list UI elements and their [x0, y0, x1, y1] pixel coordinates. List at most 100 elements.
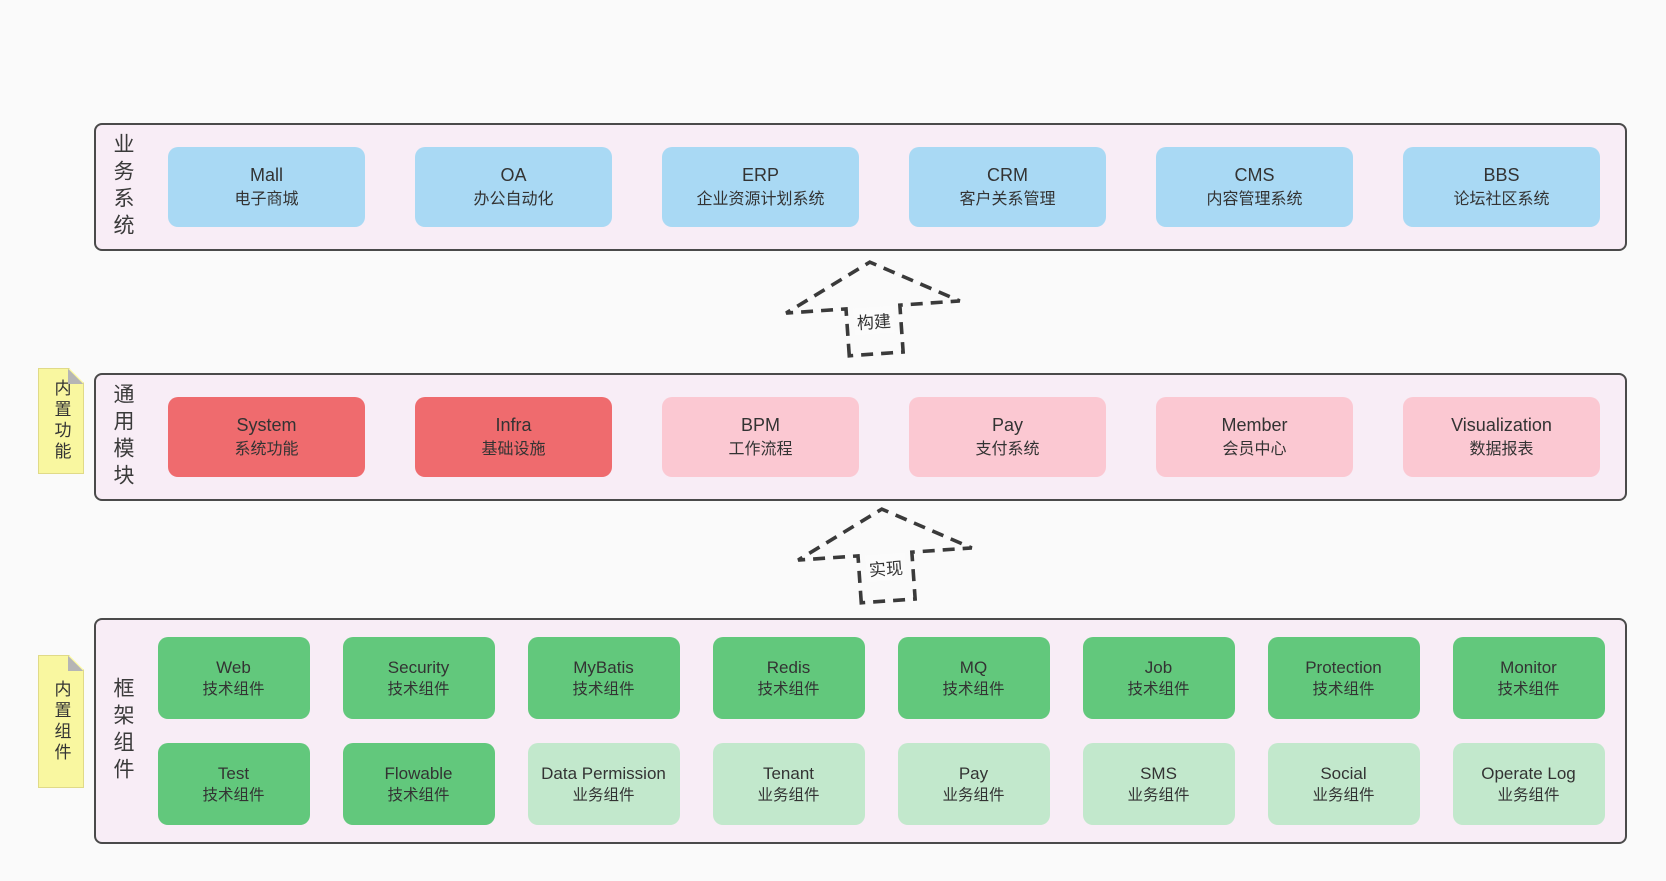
box-subtitle: 技术组件	[942, 680, 1005, 698]
box-monitor: Monitor 技术组件	[1452, 637, 1605, 719]
box-subtitle: 内容管理系统	[1206, 190, 1303, 208]
box-subtitle: 电子商城	[234, 190, 299, 208]
sticky-note-label: 内置组件	[51, 679, 71, 764]
box-title: Job	[1144, 657, 1173, 677]
box-subtitle: 技术组件	[1497, 680, 1560, 698]
box-tenant: Tenant 业务组件	[712, 743, 865, 825]
box-subtitle: 技术组件	[387, 680, 450, 698]
box-title: Operate Log	[1481, 763, 1576, 783]
box-subtitle: 业务组件	[1127, 786, 1190, 804]
dashed-up-arrow-implement: 实现	[777, 497, 994, 613]
box-title: OA	[500, 165, 527, 186]
box-social: Social 业务组件	[1267, 743, 1420, 825]
arrow-implement-label: 实现	[864, 552, 907, 583]
box-security: Security 技术组件	[342, 637, 495, 719]
box-title: Mall	[249, 165, 283, 186]
box-system: System 系统功能	[168, 397, 365, 477]
box-pay-module: Pay 支付系统	[909, 397, 1106, 477]
box-subtitle: 技术组件	[757, 680, 820, 698]
box-visualization: Visualization 数据报表	[1403, 397, 1600, 477]
box-subtitle: 业务组件	[942, 786, 1005, 804]
box-subtitle: 基础设施	[481, 440, 546, 458]
box-title: Data Permission	[541, 763, 666, 783]
band-framework-components: 框架组件 Web 技术组件 Security 技术组件 MyBatis 技术组件…	[94, 618, 1627, 844]
box-subtitle: 业务组件	[572, 786, 635, 804]
band-label-common-modules: 通用模块	[111, 383, 134, 491]
box-subtitle: 技术组件	[1127, 680, 1190, 698]
sticky-note-built-in-features: 内置功能	[38, 368, 84, 474]
folded-corner-icon	[68, 369, 83, 384]
box-subtitle: 技术组件	[572, 680, 635, 698]
box-subtitle: 数据报表	[1469, 440, 1534, 458]
box-title: Flowable	[384, 763, 453, 783]
box-bpm: BPM 工作流程	[662, 397, 859, 477]
box-title: BPM	[740, 415, 780, 436]
box-member: Member 会员中心	[1156, 397, 1353, 477]
box-subtitle: 会员中心	[1222, 440, 1287, 458]
box-subtitle: 客户关系管理	[959, 190, 1056, 208]
box-title: SMS	[1140, 763, 1177, 783]
box-pay-component: Pay 业务组件	[897, 743, 1050, 825]
folded-corner-icon	[68, 656, 83, 671]
box-title: CMS	[1234, 165, 1275, 186]
box-title: Member	[1221, 415, 1288, 436]
box-title: MQ	[959, 657, 988, 677]
box-subtitle: 业务组件	[757, 786, 820, 804]
box-sms: SMS 业务组件	[1082, 743, 1235, 825]
box-subtitle: 技术组件	[202, 786, 265, 804]
box-subtitle: 技术组件	[202, 680, 265, 698]
sticky-note-built-in-components: 内置组件	[38, 655, 84, 788]
band-label-business-systems: 业务系统	[111, 133, 134, 241]
box-subtitle: 支付系统	[975, 440, 1040, 458]
box-title: Tenant	[762, 763, 815, 783]
business-boxes-row: Mall 电子商城 OA 办公自动化 ERP 企业资源计划系统 CRM 客户关系…	[143, 147, 1625, 227]
box-title: MyBatis	[573, 657, 634, 677]
box-infra: Infra 基础设施	[415, 397, 612, 477]
box-erp: ERP 企业资源计划系统	[662, 147, 859, 227]
arrow-build-label: 构建	[852, 305, 895, 336]
sticky-note-label: 内置功能	[51, 379, 71, 463]
box-subtitle: 工作流程	[728, 440, 793, 458]
box-flowable: Flowable 技术组件	[342, 743, 495, 825]
up-arrow-icon	[785, 260, 961, 358]
box-mq: MQ 技术组件	[897, 637, 1050, 719]
box-job: Job 技术组件	[1082, 637, 1235, 719]
band-business-systems: 业务系统 Mall 电子商城 OA 办公自动化 ERP 企业资源计划系统 CRM…	[94, 123, 1627, 251]
dashed-up-arrow-build: 构建	[765, 250, 982, 366]
box-subtitle: 企业资源计划系统	[696, 190, 825, 208]
box-protection: Protection 技术组件	[1267, 637, 1420, 719]
framework-boxes-grid: Web 技术组件 Security 技术组件 MyBatis 技术组件 Redi…	[137, 637, 1625, 825]
box-title: ERP	[741, 165, 779, 186]
box-title: Web	[216, 657, 251, 677]
box-cms: CMS 内容管理系统	[1156, 147, 1353, 227]
box-title: Infra	[495, 415, 532, 436]
box-title: Pay	[991, 415, 1024, 436]
box-subtitle: 业务组件	[1312, 786, 1375, 804]
box-title: Protection	[1305, 657, 1382, 677]
box-subtitle: 技术组件	[387, 786, 450, 804]
box-subtitle: 系统功能	[234, 440, 299, 458]
box-title: CRM	[987, 165, 1028, 186]
box-subtitle: 论坛社区系统	[1453, 190, 1550, 208]
modules-boxes-row: System 系统功能 Infra 基础设施 BPM 工作流程 Pay 支付系统…	[143, 397, 1625, 477]
box-title: Social	[1320, 763, 1367, 783]
band-label-framework-components: 框架组件	[111, 677, 134, 785]
box-mybatis: MyBatis 技术组件	[527, 637, 680, 719]
box-title: BBS	[1483, 165, 1520, 186]
box-title: Redis	[766, 657, 811, 677]
box-oa: OA 办公自动化	[415, 147, 612, 227]
box-mall: Mall 电子商城	[168, 147, 365, 227]
box-title: Security	[387, 657, 450, 677]
box-bbs: BBS 论坛社区系统	[1403, 147, 1600, 227]
box-subtitle: 技术组件	[1312, 680, 1375, 698]
box-subtitle: 办公自动化	[473, 190, 554, 208]
box-title: System	[236, 415, 297, 436]
box-data-permission: Data Permission 业务组件	[527, 743, 680, 825]
box-title: Visualization	[1451, 415, 1552, 436]
band-common-modules: 通用模块 System 系统功能 Infra 基础设施 BPM 工作流程 Pay…	[94, 373, 1627, 501]
box-crm: CRM 客户关系管理	[909, 147, 1106, 227]
box-subtitle: 业务组件	[1497, 786, 1560, 804]
box-redis: Redis 技术组件	[712, 637, 865, 719]
box-title: Pay	[958, 763, 989, 783]
box-web: Web 技术组件	[157, 637, 310, 719]
